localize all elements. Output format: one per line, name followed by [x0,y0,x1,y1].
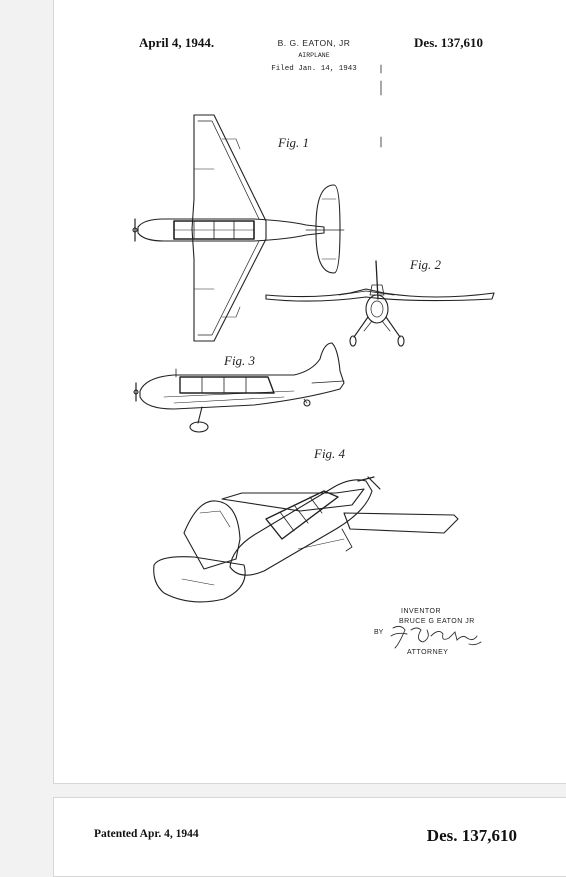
header-center-block: B. G. EATON, JR AIRPLANE Filed Jan. 14, … [264,38,364,73]
attorney-signature [390,625,482,649]
patent-number: Des. 137,610 [414,35,483,50]
by-label: BY [374,629,384,636]
patent-title: AIRPLANE [298,52,330,59]
patent-page-1: April 4, 1944. B. G. EATON, JR AIRPLANE … [53,0,566,784]
inventor-label: INVENTOR [401,608,442,615]
page2-patent-number: Des. 137,610 [426,826,517,845]
patent-page-2: Patented Apr. 4, 1944 Des. 137,610 [53,797,566,877]
patent-date: April 4, 1944. [139,35,215,50]
fig3-side-view-drawing [133,342,345,433]
patented-date: Patented Apr. 4, 1944 [94,828,199,840]
inventor-name: BRUCE G EATON JR [399,618,475,625]
attorney-label: ATTORNEY [407,649,449,656]
fig2-label: Fig. 2 [410,257,442,272]
filed-date: Filed Jan. 14, 1943 [271,65,357,73]
fig2-front-view-drawing [265,260,495,347]
fig4-label: Fig. 4 [314,446,346,461]
inventor-header: B. G. EATON, JR [277,38,351,48]
fig1-top-view-drawing [132,114,345,342]
fig4-perspective-drawing [153,476,459,603]
patent-drawings [132,64,495,603]
fig3-label: Fig. 3 [224,353,256,368]
fig1-label: Fig. 1 [278,135,310,150]
